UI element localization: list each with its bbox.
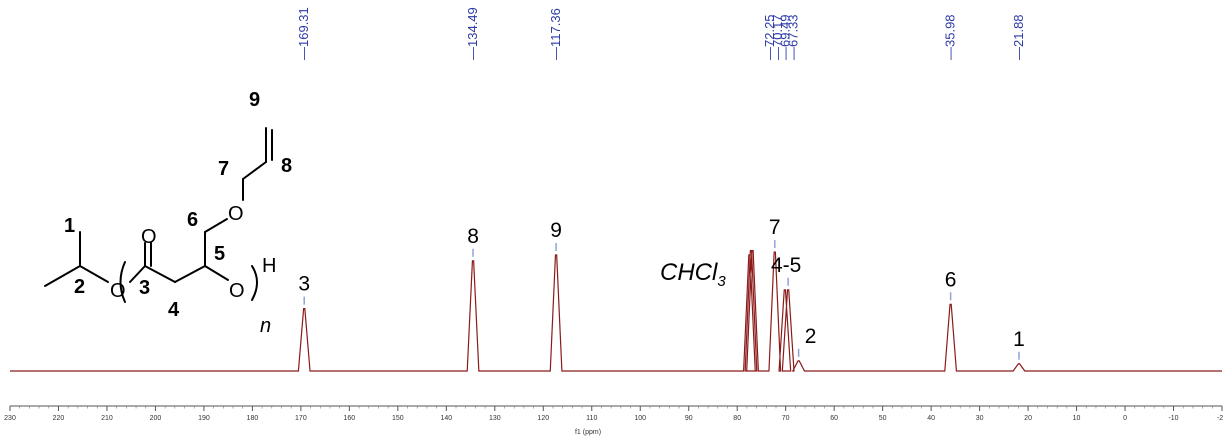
structure-carbon-number: 4 — [168, 299, 180, 321]
structure-atom: H — [262, 255, 276, 277]
peak-label: 9 — [550, 219, 562, 242]
structure-atom: n — [260, 315, 271, 337]
x-tick-label: 30 — [976, 415, 984, 422]
x-tick-label: -20 — [1217, 415, 1223, 422]
peak-list-value: —69.49 — [778, 14, 793, 60]
peak-list-value: —117.36 — [548, 8, 563, 60]
x-tick-label: 100 — [634, 415, 646, 422]
x-tick-label: 120 — [537, 415, 549, 422]
x-tick-label: 140 — [440, 415, 452, 422]
peak-label: 6 — [945, 268, 957, 291]
structure-carbon-number: 6 — [187, 209, 198, 231]
spectrum-trace — [10, 250, 1222, 372]
structure-carbon-number: 7 — [218, 158, 229, 180]
x-tick-label: 90 — [685, 415, 693, 422]
peak-list-value: —35.98 — [943, 14, 958, 60]
x-tick-label: -10 — [1168, 415, 1178, 422]
structure-carbon-number: 5 — [214, 243, 225, 265]
x-tick-label: 150 — [392, 415, 404, 422]
x-tick-label: 50 — [879, 415, 887, 422]
molecule-structure — [44, 127, 273, 303]
x-tick-label: 160 — [344, 415, 356, 422]
x-tick-label: 0 — [1123, 415, 1127, 422]
x-tick-label: 170 — [295, 415, 307, 422]
peak-list-value: —72.25 — [762, 14, 777, 60]
x-tick-label: 80 — [733, 415, 741, 422]
structure-carbon-number: 9 — [249, 89, 260, 111]
x-axis-title: f1 (ppm) — [575, 429, 601, 436]
x-tick-label: 70 — [782, 415, 790, 422]
x-tick-label: 200 — [150, 415, 162, 422]
solvent-label: CHCl3 — [660, 259, 726, 290]
structure-atom: O — [141, 226, 157, 248]
peak-label: 4-5 — [771, 254, 801, 277]
structure-carbon-number: 8 — [281, 155, 292, 177]
peak-list-value: —21.88 — [1011, 14, 1026, 60]
peak-list-value: —169.31 — [296, 7, 311, 60]
x-tick-label: 180 — [247, 415, 259, 422]
peak-list-value: —67.33 — [785, 14, 800, 60]
peak-label: 3 — [298, 273, 310, 296]
x-tick-label: 190 — [198, 415, 210, 422]
x-tick-label: 40 — [927, 415, 935, 422]
structure-atom: O — [229, 280, 245, 302]
structure-atom: O — [110, 280, 126, 302]
x-tick-label: 20 — [1024, 415, 1032, 422]
x-tick-label: 220 — [53, 415, 65, 422]
structure-carbon-number: 3 — [139, 277, 150, 299]
x-tick-label: 10 — [1073, 415, 1081, 422]
peak-label: 2 — [805, 325, 817, 348]
structure-atom: O — [228, 203, 244, 225]
structure-carbon-number: 2 — [74, 276, 85, 298]
peak-label: 1 — [1013, 328, 1025, 351]
x-tick-label: 60 — [830, 415, 838, 422]
peak-label: 7 — [769, 216, 781, 239]
peak-list-value: —134.49 — [465, 7, 480, 60]
peak-label: 8 — [467, 225, 479, 248]
x-tick-label: 110 — [586, 415, 597, 422]
peak-list-value: —70.17 — [770, 14, 785, 60]
structure-carbon-number: 1 — [64, 215, 75, 237]
x-tick-label: 130 — [489, 415, 501, 422]
x-tick-label: 210 — [101, 415, 113, 422]
x-tick-label: 230 — [4, 415, 16, 422]
